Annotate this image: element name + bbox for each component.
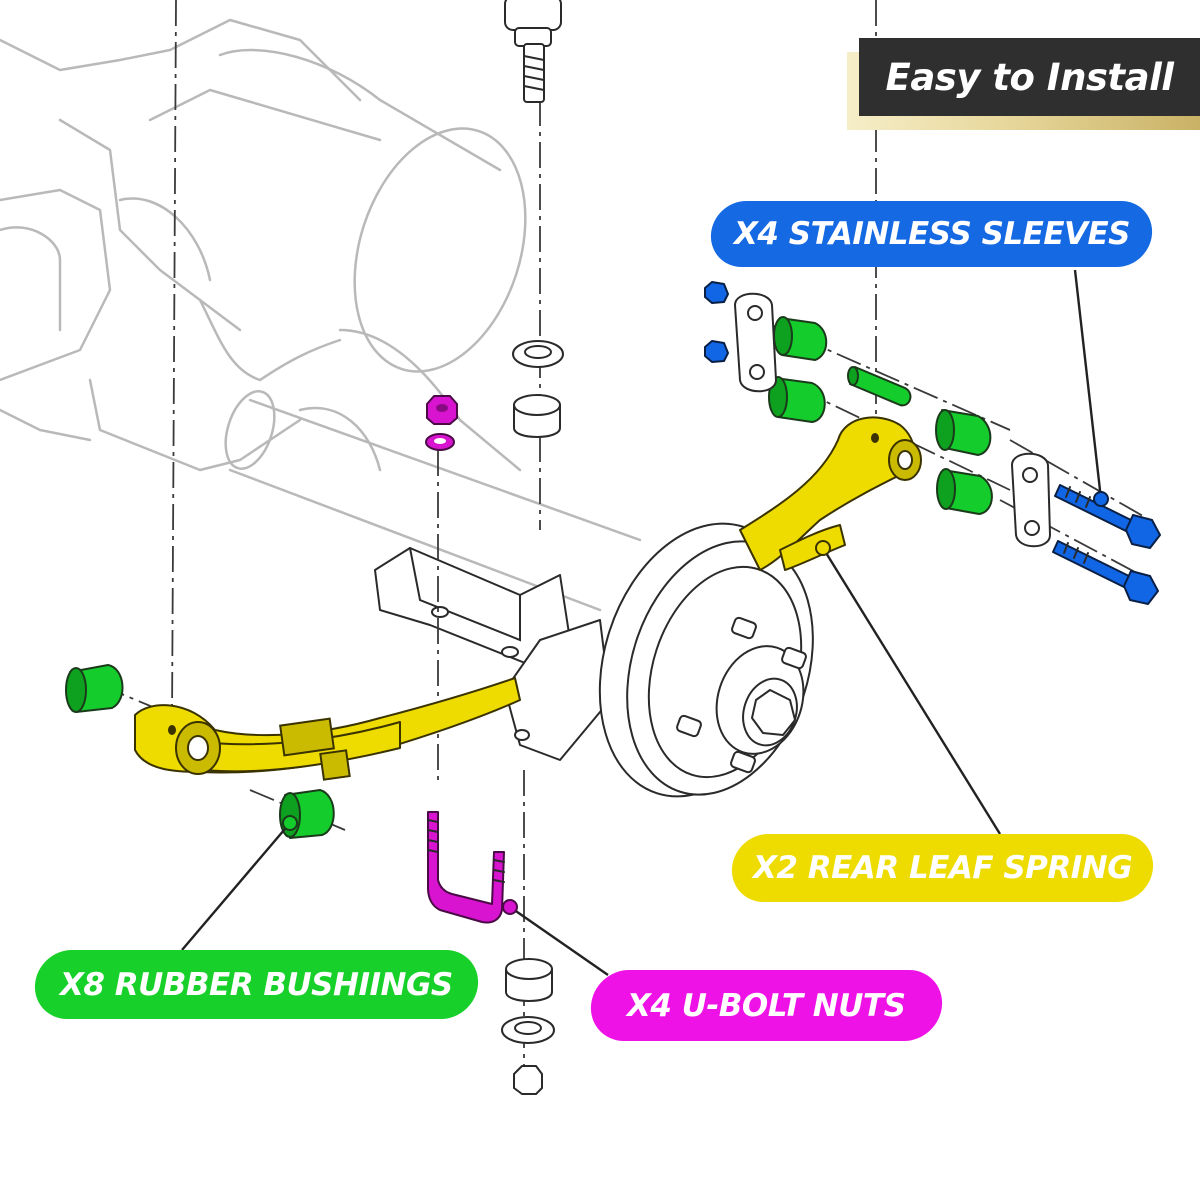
label-rear-leaf-spring-text: X2 REAR LEAF SPRING <box>752 850 1133 886</box>
label-u-bolt-nuts: X4 U-BOLT NUTS <box>588 970 945 1041</box>
spacer-bottom <box>505 958 553 1002</box>
top-stud-bolt <box>504 0 562 103</box>
assembly-lines <box>99 0 1151 1080</box>
label-rubber-bushings-text: X8 RUBBER BUSHIINGS <box>60 966 453 1003</box>
leaf-spring-rear <box>739 416 922 571</box>
label-u-bolt-nuts-text: X4 U-BOLT NUTS <box>627 987 906 1024</box>
spacer-top <box>513 394 561 438</box>
u-bolt-icon <box>427 811 505 924</box>
easy-install-badge: Easy to Install <box>847 38 1200 130</box>
leader-lines <box>181 269 1109 976</box>
label-stainless-sleeves: X4 STAINLESS SLEEVES <box>708 201 1155 267</box>
label-rear-leaf-spring: X2 REAR LEAF SPRING <box>729 834 1156 902</box>
axle-housing-icon <box>0 18 527 472</box>
label-stainless-sleeves-text: X4 STAINLESS SLEEVES <box>733 216 1130 252</box>
washer-icon <box>512 340 564 368</box>
u-bolt-nut-icon <box>425 395 458 451</box>
label-rubber-bushings: X8 RUBBER BUSHIINGS <box>32 950 481 1019</box>
badge-dark-panel: Easy to Install <box>859 38 1200 116</box>
bolt-icon <box>1052 484 1161 605</box>
hex-nut-icon <box>513 1065 543 1095</box>
sleeve-icon <box>847 366 912 407</box>
hex-nut-blue-icon <box>704 281 729 363</box>
shackle-icon <box>734 292 1051 548</box>
washer-bottom-icon <box>501 1016 555 1044</box>
badge-text: Easy to Install <box>885 55 1174 99</box>
leaf-spring-icon <box>134 677 521 781</box>
